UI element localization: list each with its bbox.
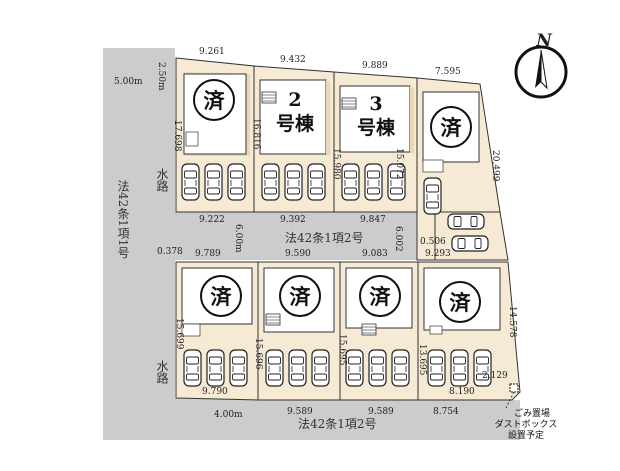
sold-badge-lot-4: 済 [430, 106, 472, 148]
svg-text:済: 済 [441, 115, 463, 140]
svg-text:15.699: 15.699 [174, 318, 184, 350]
svg-text:9.847: 9.847 [360, 215, 386, 225]
lot-2-suffix: 号棟 [276, 112, 315, 135]
svg-text:0.378: 0.378 [157, 247, 183, 257]
road-bottom-width: 4.00m [214, 410, 243, 420]
svg-text:9.589: 9.589 [368, 407, 394, 417]
svg-text:16.816: 16.816 [251, 118, 261, 150]
note-garbage-line2: ダストボックス [495, 418, 558, 430]
road-middle-width: 6.00m [233, 224, 243, 253]
svg-text:9.261: 9.261 [199, 47, 225, 57]
svg-text:14.578: 14.578 [507, 306, 517, 338]
svg-text:済: 済 [450, 290, 472, 315]
top-left-road [155, 48, 175, 88]
dimension-labels: 9.261 9.432 9.889 7.595 9.222 9.392 9.84… [157, 47, 517, 417]
left-road [103, 48, 155, 440]
svg-text:済: 済 [290, 284, 312, 309]
svg-text:2.129: 2.129 [482, 371, 508, 381]
road-bottom-label: 法42条1項2号 [298, 417, 377, 431]
svg-text:0.506: 0.506 [420, 237, 446, 247]
svg-text:9.222: 9.222 [199, 215, 225, 225]
road-left-label: 法42条1項1号 [116, 180, 130, 259]
svg-text:9.789: 9.789 [195, 249, 221, 259]
sold-badge-lot-5: 済 [200, 275, 242, 317]
sold-badge-lot-6: 済 [279, 275, 321, 317]
svg-text:9.889: 9.889 [362, 61, 388, 71]
svg-text:9.589: 9.589 [287, 407, 313, 417]
note-garbage-line3: 設置予定 [508, 429, 544, 441]
lot-2-number: 2 [288, 89, 301, 111]
road-middle-label: 法42条1項2号 [285, 231, 364, 245]
svg-text:15.696: 15.696 [253, 338, 263, 370]
svg-text:済: 済 [204, 88, 226, 113]
sold-badge-lot-8: 済 [439, 281, 481, 323]
waterway-top-label: 水路 [155, 168, 169, 193]
svg-text:15.695: 15.695 [337, 334, 347, 366]
svg-text:15.072: 15.072 [394, 148, 404, 180]
sold-badge-lot-7: 済 [359, 275, 401, 317]
road-left-width: 5.00m [114, 77, 143, 87]
svg-text:9.083: 9.083 [362, 249, 388, 259]
svg-text:9.293: 9.293 [425, 249, 451, 259]
svg-text:8.754: 8.754 [433, 407, 459, 417]
dust-box-marker [509, 383, 519, 393]
svg-text:N: N [535, 31, 553, 51]
lot-3-suffix: 号棟 [357, 116, 396, 139]
svg-text:8.190: 8.190 [449, 387, 475, 397]
svg-text:9.392: 9.392 [280, 215, 306, 225]
svg-text:15.980: 15.980 [331, 148, 341, 180]
svg-text:6.002: 6.002 [393, 226, 403, 252]
svg-text:13.695: 13.695 [417, 344, 427, 376]
middle-road [155, 212, 435, 260]
svg-text:9.790: 9.790 [202, 387, 228, 397]
svg-text:9.432: 9.432 [280, 55, 306, 65]
svg-text:済: 済 [211, 284, 233, 309]
svg-text:20.499: 20.499 [490, 150, 500, 182]
svg-text:7.595: 7.595 [435, 67, 461, 77]
note-garbage-line1: ごみ置場 [514, 407, 550, 419]
svg-text:9.590: 9.590 [285, 249, 311, 259]
svg-text:済: 済 [370, 284, 392, 309]
north-compass-icon: N [514, 31, 568, 99]
road-top-left-width: 2.50m [156, 62, 166, 91]
sold-badge-lot-1: 済 [193, 79, 235, 121]
lot-3-number: 3 [369, 93, 382, 115]
waterway-bottom-label: 水路 [155, 360, 169, 385]
svg-text:17.698: 17.698 [172, 120, 182, 152]
